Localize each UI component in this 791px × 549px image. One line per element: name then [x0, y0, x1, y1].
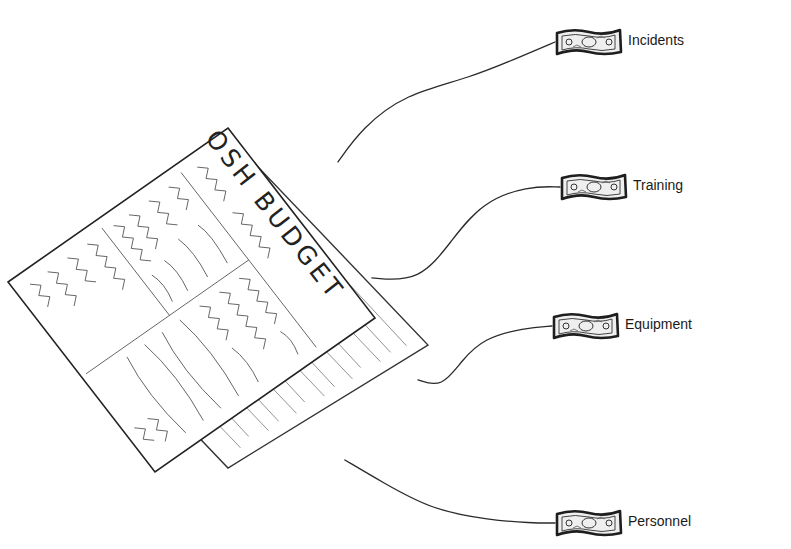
bill-seal — [606, 39, 612, 45]
bill-seal — [571, 184, 577, 190]
bill-pattern — [573, 517, 605, 528]
connector-line — [372, 187, 560, 279]
bill-pattern — [578, 181, 610, 192]
money-bill: Incidents — [555, 27, 785, 57]
category-label: Equipment — [625, 316, 692, 332]
handwriting — [96, 274, 304, 455]
bill-outline — [554, 314, 618, 338]
bill-inner-border — [562, 35, 615, 51]
sheet-scribbles — [18, 159, 336, 462]
bill-seal — [563, 323, 569, 329]
document-title: OSH BUDGET — [200, 124, 351, 305]
money-bill: Training — [560, 172, 785, 202]
money-bill: Equipment — [552, 311, 785, 341]
money-bill: Personnel — [555, 508, 785, 538]
bill-portrait — [579, 321, 593, 331]
connector-line — [418, 326, 552, 384]
bill-drawing — [552, 311, 620, 341]
front-sheet — [8, 128, 375, 472]
bill-portrait — [582, 37, 596, 47]
bill-seal — [603, 323, 609, 329]
budget-document: OSH BUDGET — [0, 120, 430, 505]
bill-portrait — [587, 182, 601, 192]
bill-seal — [566, 39, 572, 45]
category-label: Personnel — [628, 513, 691, 529]
bill-seal — [566, 520, 572, 526]
connector-line — [345, 460, 555, 523]
bill-outline — [557, 30, 621, 54]
bill-pattern — [570, 320, 602, 331]
sheet-outline — [8, 128, 375, 472]
bill-seal — [606, 520, 612, 526]
handwriting — [30, 183, 234, 361]
bill-inner-border — [559, 319, 612, 335]
bill-portrait — [582, 518, 596, 528]
category-label: Incidents — [628, 32, 684, 48]
category-label: Training — [633, 177, 683, 193]
bill-outline — [557, 511, 621, 535]
bill-drawing — [555, 508, 623, 538]
bill-drawing — [555, 27, 623, 57]
bill-pattern — [573, 36, 605, 47]
bill-drawing — [560, 172, 628, 202]
bill-outline — [562, 175, 626, 199]
bill-seal — [611, 184, 617, 190]
bill-inner-border — [567, 180, 620, 196]
connector-line — [338, 42, 555, 162]
bill-inner-border — [562, 516, 615, 532]
